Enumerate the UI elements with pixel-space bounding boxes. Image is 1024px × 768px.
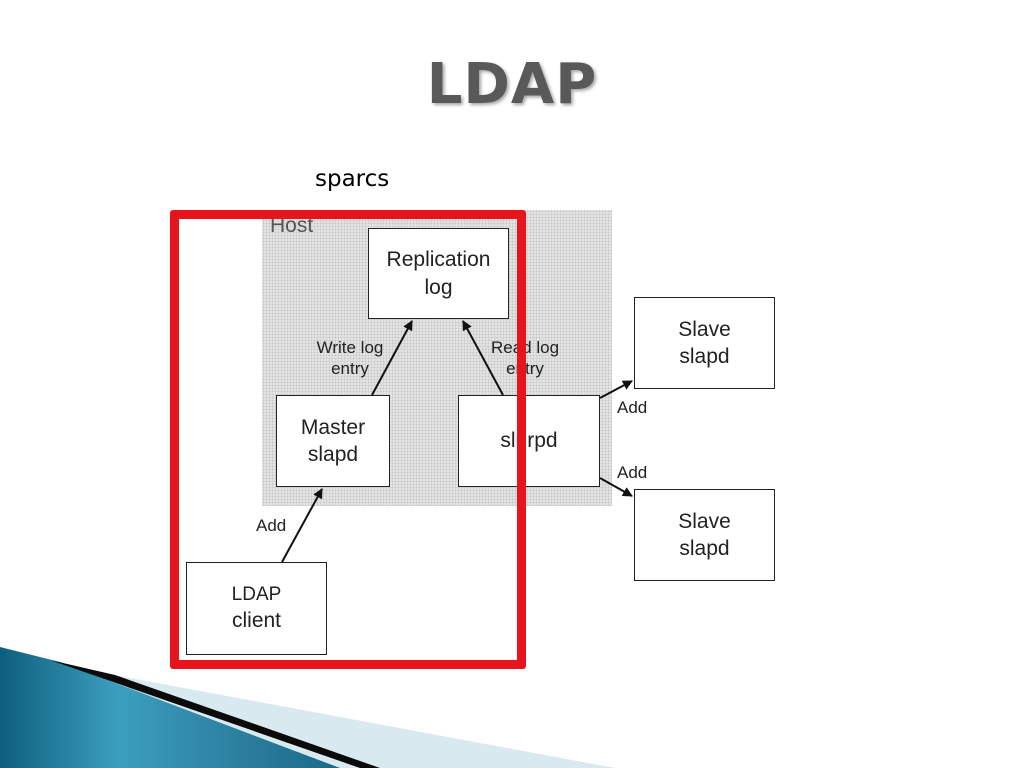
slave-slapd-box-1: Slave slapd [634, 297, 775, 389]
slave-1-line1: Slave [678, 317, 731, 341]
replication-log-line2: log [424, 275, 453, 299]
host-label: Host [270, 214, 314, 237]
client-add-label: Add [256, 516, 287, 535]
replication-log-line1: Replication [386, 248, 491, 272]
arrow-slurpd-to-slave2 [599, 477, 633, 497]
sparcs-highlight-frame [170, 210, 526, 669]
slurpd-label: slurpd [500, 429, 558, 453]
slurpd-box: slurpd [458, 395, 600, 487]
slave-2-line2: slapd [679, 537, 730, 560]
slave2-add-label: Add [617, 463, 648, 482]
slave-1-line2: slapd [679, 345, 730, 368]
black-stripe [50, 660, 380, 768]
teal-band [0, 647, 340, 768]
light-blue-band [60, 665, 615, 768]
slave1-add-label: Add [617, 398, 648, 417]
slave-2-line1: Slave [678, 509, 731, 533]
write-log-label: Write log entry [308, 337, 392, 380]
master-slapd-box: Master slapd [276, 395, 390, 487]
arrow-slurpd-to-slave1 [599, 380, 633, 399]
arrow-master-to-log [371, 320, 413, 396]
arrow-slurpd-to-log [462, 320, 504, 396]
arrow-client-to-master [281, 488, 323, 563]
write-log-line2: entry [331, 359, 369, 379]
master-slapd-line1: Master [300, 415, 366, 439]
ldap-client-box: LDAP client [186, 562, 327, 655]
write-log-line1: Write log [316, 338, 384, 357]
replication-log-box: Replication log [368, 228, 509, 319]
ldap-client-line2: client [231, 609, 282, 633]
ldap-client-line1: LDAP [231, 583, 282, 605]
sparcs-label: sparcs [315, 166, 390, 192]
slide-title: LDAP [426, 52, 598, 117]
slave-slapd-box-2: Slave slapd [634, 489, 775, 581]
master-slapd-line2: slapd [307, 443, 359, 466]
